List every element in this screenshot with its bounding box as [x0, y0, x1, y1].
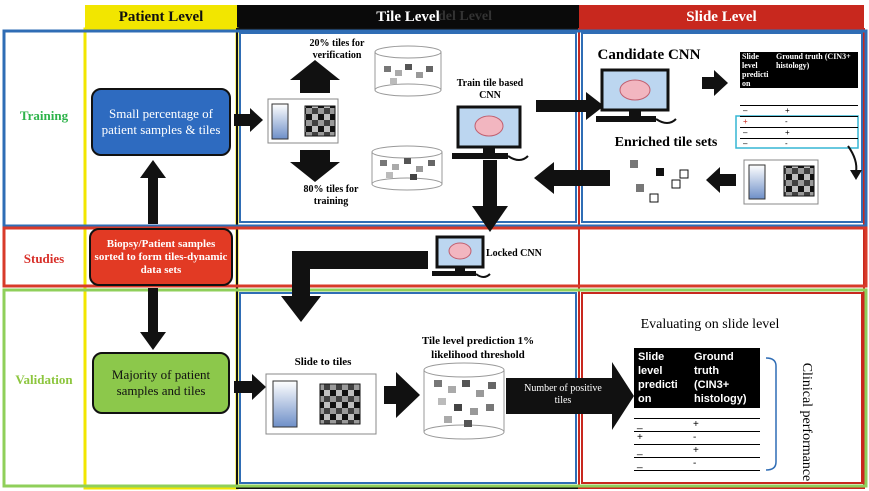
- training-row-label: Training: [19, 108, 69, 123]
- validation-row-border: [2, 288, 868, 488]
- table-row: –+: [740, 127, 858, 139]
- arrow-majority-to-slide: [234, 374, 266, 400]
- arrow-number-positive: [506, 362, 634, 430]
- arrow-to-tile-slide: [234, 108, 263, 132]
- arrow-down-to-validation: [140, 288, 166, 350]
- enriched-tiles-icon: [630, 160, 689, 203]
- slide-training-frame: [581, 32, 863, 223]
- tile-column-header: [237, 5, 579, 29]
- curved-arrow-head: [850, 170, 862, 180]
- locked-cnn-computer-icon: [432, 235, 491, 278]
- validation-slide-icon: [265, 373, 377, 435]
- validation-table-header-left: Slide level predicti on: [638, 351, 678, 405]
- evaluating-caption: Evaluating on slide level: [640, 317, 780, 332]
- arrow-down-to-locked-cnn: [472, 160, 508, 232]
- slide-column-header: [579, 5, 864, 29]
- table-row: _+: [634, 444, 760, 458]
- training-table-header-left: Slide level predicti on: [742, 52, 769, 88]
- arrow-to-training-table: [702, 70, 728, 96]
- verification-caption: 20% tiles for verification: [309, 38, 365, 61]
- train-tile-cnn-caption: Train tile based CNN: [456, 78, 524, 101]
- slide-level-slide-icon: [743, 159, 819, 205]
- training-row-border: [2, 29, 868, 228]
- validation-database-icon: [423, 362, 505, 440]
- validation-table-header-right: Ground truth (CIN3+ histology): [694, 351, 747, 405]
- number-positive-caption: Number of positive tiles: [524, 383, 602, 406]
- table-row: _+: [634, 418, 760, 432]
- arrow-down-training: [290, 150, 340, 182]
- validation-table-rows: _+ +- _+ _-: [634, 418, 760, 471]
- slide-to-tiles-caption: Slide to tiles: [294, 356, 352, 368]
- biopsy-label: Biopsy/Patient samples sorted to form ti…: [94, 237, 228, 276]
- tile-level-ghost-title: del Level: [437, 9, 493, 24]
- verification-database-icon: [374, 45, 442, 97]
- arrow-to-candidate-cnn: [536, 92, 604, 120]
- enriched-caption: Enriched tile sets: [614, 135, 718, 150]
- tile-training-frame: [239, 32, 577, 223]
- validation-row-label: Validation: [15, 372, 73, 387]
- curved-arrow: [847, 145, 858, 173]
- arrow-locked-to-validation: [281, 251, 428, 322]
- locked-cnn-caption: Locked CNN: [486, 248, 542, 259]
- performance-bracket: [765, 357, 777, 471]
- majority-label: Majority of patient samples and tiles: [111, 367, 211, 398]
- studies-row-border: [2, 226, 868, 288]
- small-percentage-node: Small percentage of patient samples & ti…: [91, 88, 231, 156]
- arrow-to-enriched: [706, 167, 736, 193]
- training-database-icon: [371, 145, 443, 191]
- candidate-cnn-computer-icon: [596, 68, 677, 124]
- arrow-slide-to-database: [384, 372, 420, 418]
- clinical-performance-caption: Clinical performance: [799, 362, 814, 482]
- training-prediction-table: Slide level predicti on Ground truth (CI…: [740, 52, 858, 88]
- table-row: –+: [740, 105, 858, 117]
- small-percentage-label: Small percentage of patient samples & ti…: [101, 106, 221, 137]
- training-table-header-right: Ground truth (CIN3+ histology): [776, 52, 851, 70]
- table-row: +-: [634, 431, 760, 445]
- studies-row-label: Studies: [23, 251, 65, 266]
- slide-level-title: Slide Level: [686, 9, 757, 25]
- patient-level-title: Patient Level: [118, 9, 204, 25]
- table-row: +-: [740, 116, 858, 128]
- arrow-up-to-training: [140, 160, 166, 224]
- biopsy-node: Biopsy/Patient samples sorted to form ti…: [89, 228, 233, 286]
- train-cnn-computer-icon: [452, 105, 529, 161]
- table-row: –-: [740, 138, 858, 149]
- tile-level-title: Tile Level: [376, 9, 440, 25]
- majority-node: Majority of patient samples and tiles: [92, 352, 230, 414]
- training-slide-icon: [267, 98, 339, 144]
- tile-prediction-caption: Tile level prediction 1% likelihood thre…: [421, 335, 535, 361]
- validation-prediction-table: Slide level predicti on Ground truth (CI…: [634, 348, 760, 408]
- table-row: _-: [634, 457, 760, 471]
- arrow-enriched-to-training: [534, 162, 610, 194]
- patient-column-header: [85, 5, 237, 29]
- slide-column-border: [578, 28, 865, 489]
- training-table-rows: –+ +- –+ –-: [740, 105, 858, 149]
- arrow-up-verification: [290, 60, 340, 93]
- candidate-cnn-caption: Candidate CNN: [597, 47, 701, 63]
- training-tiles-caption: 80% tiles for training: [303, 184, 359, 207]
